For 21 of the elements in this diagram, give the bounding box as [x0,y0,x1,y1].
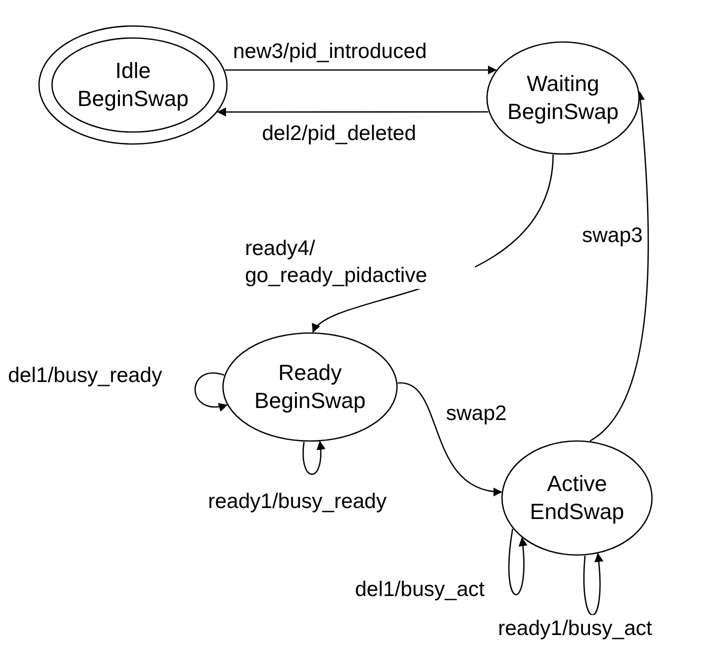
state-ellipse [501,440,653,556]
state-label: Idle [115,57,151,85]
transition-arrow [217,108,488,116]
transition-arrow [398,382,502,496]
state-label: Active [547,470,607,498]
state-label: Waiting [526,70,600,98]
transition-arrow [583,552,604,616]
transition-arrow [225,66,497,74]
transition-arrow [590,91,649,442]
state-label: BeginSwap [254,387,366,415]
state-ellipse [38,25,228,145]
state-label: BeginSwap [77,85,189,113]
state-label: Ready [278,359,342,387]
transition-arrow [194,372,228,411]
transition-label: ready1/busy_act [498,615,652,642]
state-label: EndSwap [530,498,624,526]
state-label: BeginSwap [507,98,619,126]
state-ellipse [486,41,640,155]
state-ellipse [222,332,398,442]
transition-arrow [302,440,326,475]
transition-arrow [508,528,528,595]
